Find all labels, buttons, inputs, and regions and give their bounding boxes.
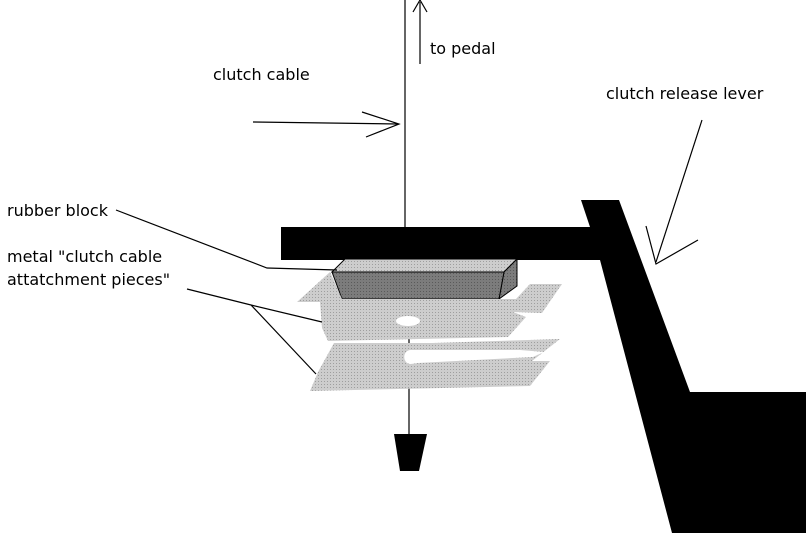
cable-end-fitting (394, 434, 427, 471)
rubber-block (330, 257, 519, 301)
metal-piece-upper (297, 272, 562, 341)
metal-pieces-leader (186, 288, 323, 375)
metal-piece-lower (310, 339, 560, 391)
clutch-cable-arrow (252, 111, 401, 138)
metal-piece-upper-hole (396, 316, 420, 326)
rubber-block-label: rubber block (7, 201, 108, 220)
clutch-release-lever (281, 200, 806, 533)
rubber-block-leader (115, 209, 338, 271)
metal-piece-lower-slot (404, 350, 544, 364)
to-pedal-arrow (412, 0, 428, 64)
to-pedal-label: to pedal (430, 39, 496, 58)
metal-pieces-label-line2: attatchment pieces" (7, 270, 171, 289)
clutch-release-lever-label: clutch release lever (606, 84, 764, 103)
clutch-release-lever-arrow (645, 119, 703, 265)
metal-pieces-label-line1: metal "clutch cable (7, 247, 163, 266)
clutch-cable-label: clutch cable (213, 65, 310, 84)
